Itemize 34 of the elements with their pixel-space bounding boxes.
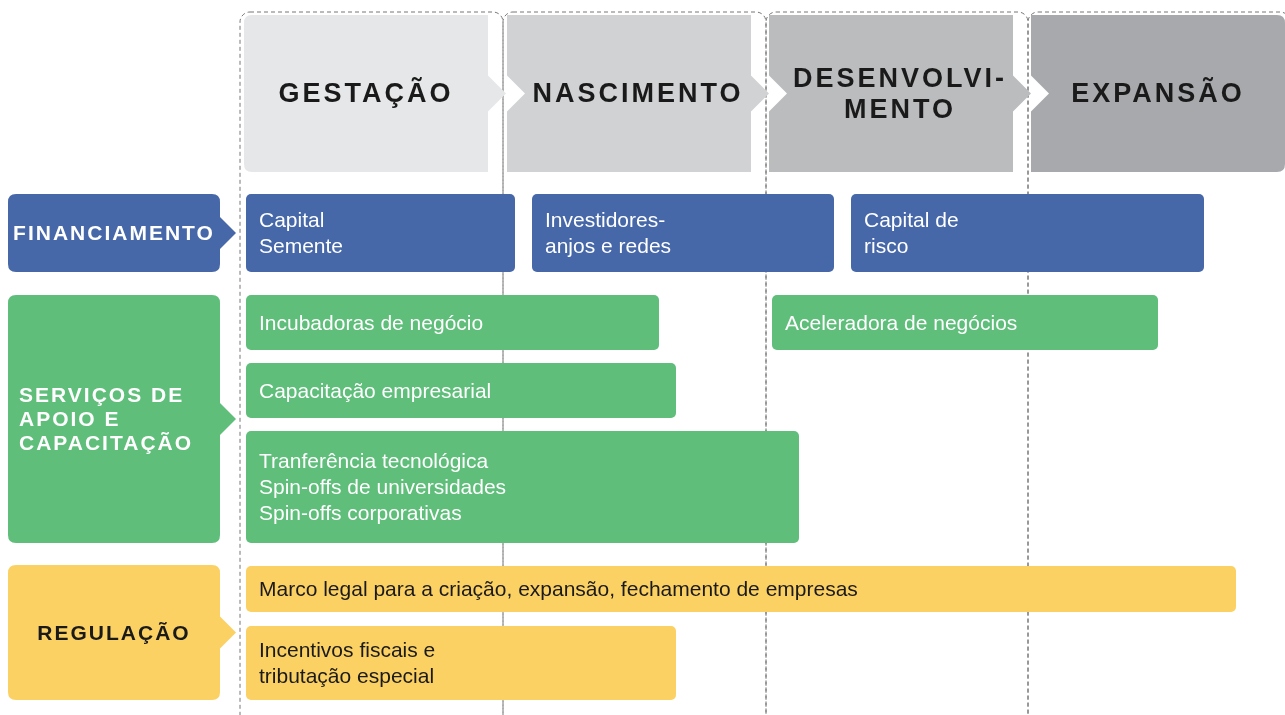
category-tag: [8, 565, 236, 700]
phase-label: GESTAÇÃO: [278, 78, 454, 109]
bar: [246, 194, 515, 272]
stage-banner: [507, 15, 769, 172]
bar-label: Spin-offs corporativas: [259, 500, 463, 526]
bar-label: Capital Semente: [259, 207, 345, 259]
bar-label: Marco legal para a criação, expansão, fechamento de empresas: [259, 576, 859, 602]
bar-label: Incentivos fiscais e tributação especial: [259, 637, 437, 689]
bar: [246, 566, 1236, 612]
bar: [246, 626, 676, 700]
bar: [851, 194, 1204, 272]
bar: [246, 295, 659, 350]
bar: [246, 363, 676, 418]
bar-label: Spin-offs de universidades: [259, 474, 508, 500]
phase-label: DESENVOLVI- MENTO: [792, 62, 1008, 125]
bar-label: Capital de risco: [864, 207, 960, 259]
category-label: SERVIÇOS DE APOIO E CAPACITAÇÃO: [19, 383, 195, 455]
bar: [532, 194, 834, 272]
phase-label: NASCIMENTO: [532, 78, 744, 109]
stage-banner: [1031, 15, 1285, 172]
category-label: REGULAÇÃO: [37, 620, 191, 645]
category-label: FINANCIAMENTO: [13, 221, 215, 245]
category-tag: [8, 194, 236, 272]
bar-label: Aceleradora de negócios: [785, 309, 1019, 336]
bar-label: Investidores- anjos e redes: [545, 207, 673, 259]
stage-banner: [244, 15, 506, 172]
bar-label: Incubadoras de negócio: [259, 309, 485, 336]
category-tag: [8, 295, 236, 543]
phase-label: EXPANSÃO: [1071, 78, 1245, 109]
bar: [246, 431, 799, 543]
bar-label: Capacitação empresarial: [259, 377, 493, 404]
bar-label: Tranferência tecnológica: [259, 448, 490, 474]
bar: [772, 295, 1158, 350]
stage-banner: [769, 15, 1031, 172]
